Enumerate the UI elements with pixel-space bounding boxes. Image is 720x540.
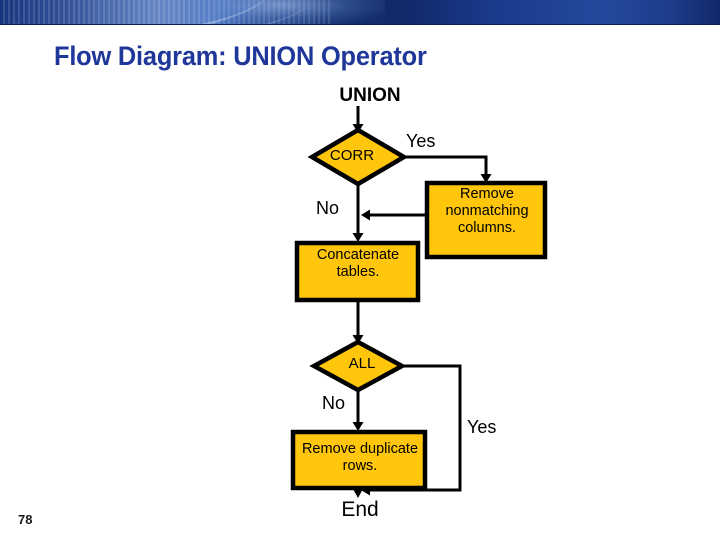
edge-to-end — [352, 488, 364, 498]
edge-all-no — [352, 390, 364, 431]
edge-concatenate-to-all — [352, 300, 364, 344]
node-concatenate-tables[interactable] — [294, 240, 421, 303]
edge-remove-nonmatching-to-trunk — [361, 209, 427, 221]
node-remove-duplicate-rows[interactable] — [290, 429, 428, 491]
node-all-diamond[interactable] — [309, 339, 407, 393]
edge-corr-no — [352, 184, 364, 242]
banner-bottom-rule — [0, 24, 720, 25]
edge-corr-yes — [404, 155, 492, 183]
header-banner — [0, 0, 720, 52]
banner-highlight-glow — [215, 0, 385, 25]
node-remove-nonmatching-columns[interactable] — [424, 180, 548, 260]
node-corr-diamond[interactable] — [307, 127, 409, 187]
page-title: Flow Diagram: UNION Operator — [54, 41, 427, 71]
page-number: 78 — [18, 512, 33, 527]
